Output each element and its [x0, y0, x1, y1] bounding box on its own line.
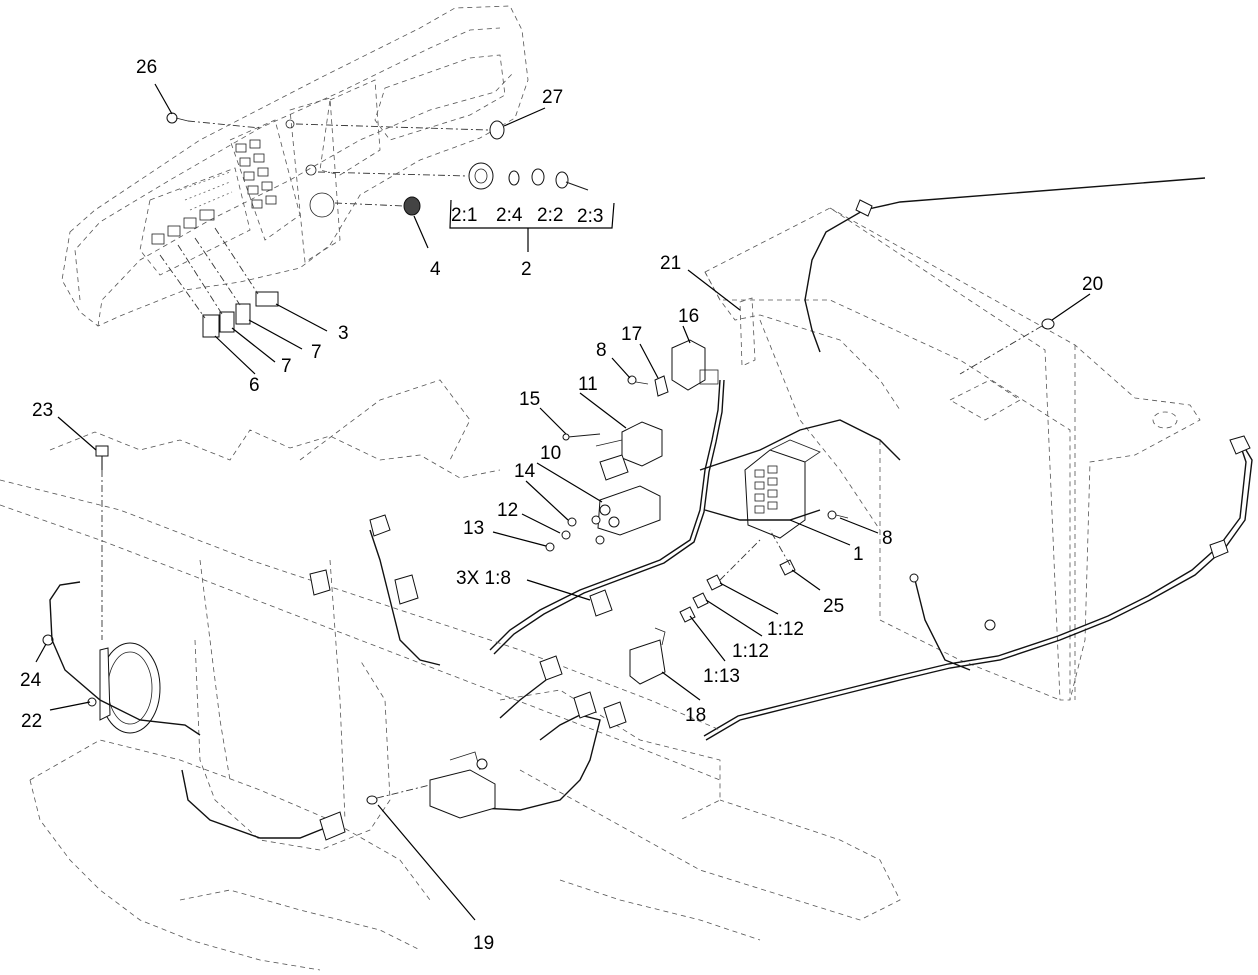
ground-wire-clip-top [855, 199, 873, 217]
part-4-power-port [403, 196, 421, 216]
connector-11-plug [599, 454, 629, 481]
horn-wire [49, 581, 201, 736]
callout-1-12-upper: 1:12 [767, 619, 804, 640]
callout-18: 18 [685, 705, 706, 726]
callout-1: 1 [853, 544, 864, 565]
part-25-fuse [779, 559, 796, 576]
callout-26: 26 [136, 57, 157, 78]
part-13-nut [545, 542, 555, 552]
part-8-bolt-b [827, 510, 837, 520]
callout-2-1: 2:1 [451, 205, 477, 226]
part-24-nut [42, 634, 54, 646]
part-14-nut [567, 517, 577, 527]
callout-4: 4 [430, 259, 441, 280]
callout-27: 27 [542, 87, 563, 108]
callout-7-upper: 7 [311, 342, 322, 363]
frame-rear-bulkhead [704, 207, 1201, 701]
part-11-module [595, 421, 663, 467]
parts-3-6-7-switches [159, 227, 279, 338]
part-2-ignition-switch [468, 162, 589, 191]
part-12-washer [561, 530, 571, 540]
dashboard-switch-panel [151, 119, 335, 245]
part-19-relay-bracket [429, 751, 496, 819]
callout-21: 21 [660, 253, 681, 274]
part-26-screw [166, 112, 189, 124]
part-22-horn [87, 642, 161, 734]
callout-6: 6 [249, 375, 260, 396]
callout-3: 3 [338, 323, 349, 344]
part-1-12-fuse-a [706, 574, 723, 591]
callout-8-upper: 8 [596, 340, 607, 361]
callout-15: 15 [519, 389, 540, 410]
ground-strap [914, 579, 971, 671]
callout-8-lower: 8 [882, 528, 893, 549]
frame-chassis-lower [0, 379, 901, 971]
harness-connector-3x18 [589, 589, 613, 617]
part-18-relay [629, 627, 666, 685]
callout-13: 13 [463, 518, 484, 539]
callout-1-13: 1:13 [703, 666, 740, 687]
callout-14: 14 [514, 461, 536, 482]
relay-harness [459, 714, 601, 811]
harness-connector-right [1229, 435, 1251, 455]
part-19-nut [366, 795, 378, 805]
callout-19: 19 [473, 933, 494, 954]
part-20-nut [1041, 318, 1055, 330]
part-17-clip [654, 375, 669, 397]
part-16-relay [671, 339, 719, 391]
callout-23: 23 [32, 400, 53, 421]
callout-1-12-lower: 1:12 [732, 641, 769, 662]
callout-22: 22 [21, 711, 42, 732]
callout-11: 11 [578, 374, 598, 395]
callout-2: 2 [521, 259, 532, 280]
callout-7-lower: 7 [281, 356, 292, 377]
ground-wire-top [804, 177, 1206, 353]
callout-2-4: 2:4 [496, 205, 523, 226]
harness-right [705, 439, 1253, 741]
main-harness [489, 379, 721, 651]
part-15-screw [562, 433, 601, 441]
leader-lines [35, 83, 1091, 921]
part-21-decal [739, 297, 756, 367]
part-10-solenoid [591, 485, 661, 545]
part-1-fuse-block [744, 439, 821, 539]
part-1-12-fuse-b [692, 592, 709, 609]
callout-24: 24 [20, 670, 42, 691]
callout-17: 17 [621, 324, 642, 345]
callout-2-3: 2:3 [577, 206, 603, 227]
part-27-plug [489, 120, 505, 140]
dashboard-panel [61, 5, 529, 327]
callout-2-2: 2:2 [537, 205, 563, 226]
callout-25: 25 [823, 596, 844, 617]
part-23-bolt [95, 445, 109, 470]
callout-labels: 26 27 2:1 2:4 2:2 2:3 2 4 3 7 7 6 21 16 … [20, 57, 1103, 954]
callout-12: 12 [497, 500, 518, 521]
callout-20: 20 [1082, 274, 1103, 295]
callout-10: 10 [540, 443, 561, 464]
callout-3x-1-8: 3X 1:8 [456, 568, 511, 589]
callout-16: 16 [678, 306, 699, 327]
chassis-harness [369, 529, 441, 666]
